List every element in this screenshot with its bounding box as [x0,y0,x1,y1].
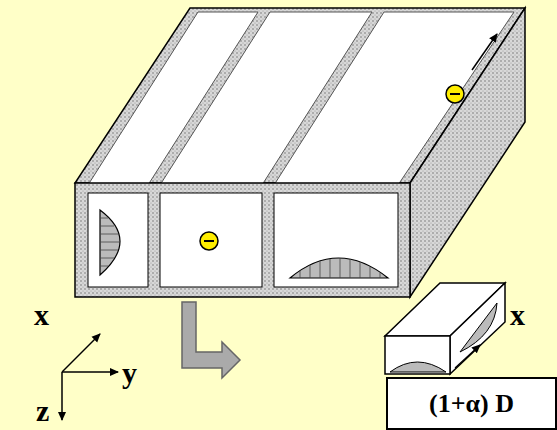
axes [62,334,118,420]
flow-arrow [455,345,480,368]
small-block-side [450,283,505,374]
channel-opening [274,193,398,287]
axis-label: x [510,300,525,330]
formula-text: (1+α) D [429,389,514,419]
profile-hatch [100,218,119,266]
axis-label: y [122,358,137,388]
side-face [410,8,525,297]
motion-arrow [472,34,497,70]
formula-box: (1+α) D [386,377,557,430]
small-block-front [385,336,450,374]
velocity-profile [460,303,497,352]
velocity-profile [390,362,446,372]
velocity-profile [100,210,120,275]
axis-label: x [34,300,49,330]
front-face [75,183,410,297]
axis-label: z [36,396,49,426]
profile-hatch [300,258,380,278]
channel-opening [88,193,148,287]
electron-symbol [446,85,464,103]
bent-arrow [182,302,240,378]
channel-opening [160,193,262,287]
electron-symbol [200,232,218,250]
velocity-profile [290,258,388,278]
